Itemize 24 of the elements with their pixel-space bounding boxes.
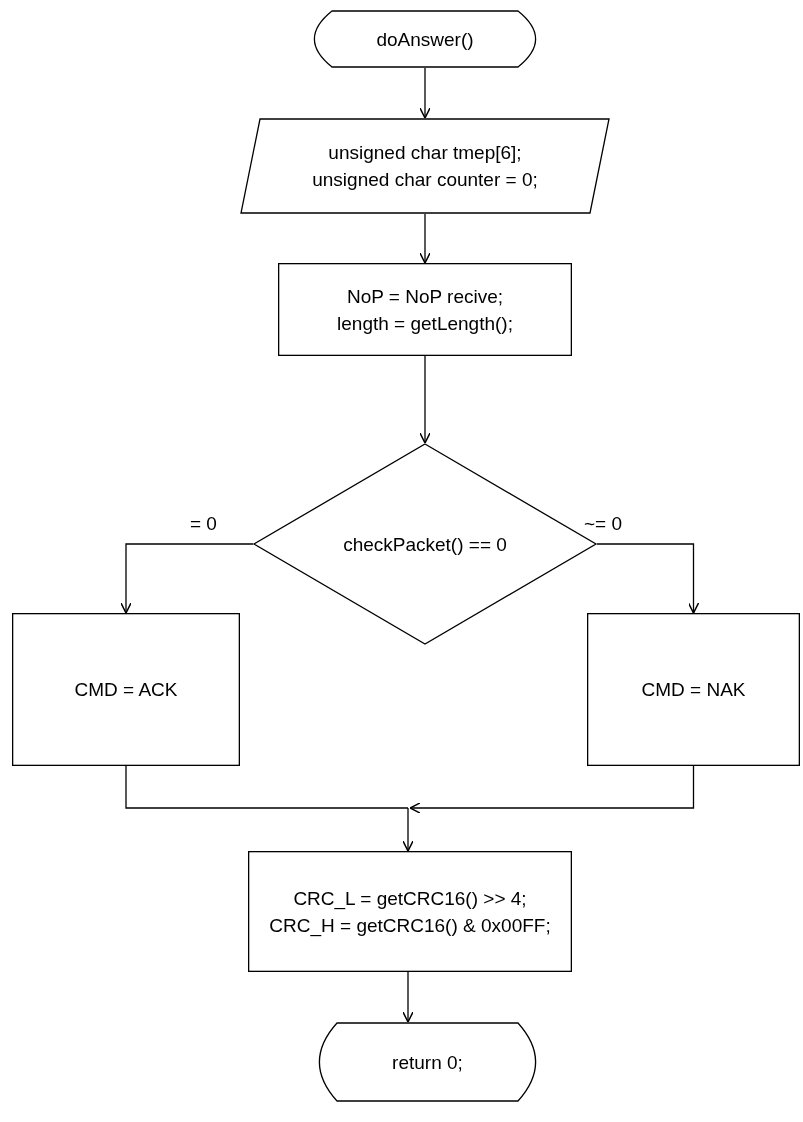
arrow bbox=[419, 67, 431, 119]
arrow bbox=[419, 213, 431, 264]
arrow bbox=[596, 543, 700, 614]
process-box bbox=[587, 613, 800, 766]
arrow bbox=[419, 355, 431, 444]
process-box bbox=[278, 263, 572, 356]
process-box bbox=[248, 851, 572, 972]
arrow bbox=[409, 765, 695, 814]
node-text: NoP = NoP recive; bbox=[346, 284, 504, 309]
node-text: checkPacket() == 0 bbox=[343, 532, 507, 557]
node-text: doAnswer() bbox=[376, 27, 474, 52]
node-text: CRC_L = getCRC16() >> 4; bbox=[293, 886, 527, 912]
node-text: CMD = NAK bbox=[641, 678, 746, 702]
node-text: CMD = ACK bbox=[74, 678, 178, 702]
process-box bbox=[12, 613, 240, 766]
node-text: CRC_H = getCRC16() & 0x00FF; bbox=[269, 913, 551, 939]
arrow bbox=[120, 543, 254, 614]
node-text: unsigned char counter = 0; bbox=[312, 168, 538, 192]
arrow bbox=[402, 971, 414, 1023]
arrow bbox=[402, 807, 414, 852]
data-parallelogram bbox=[240, 118, 610, 214]
node-text: length = getLength(); bbox=[337, 311, 513, 336]
node-text: return 0; bbox=[392, 1050, 463, 1075]
node-text: unsigned char tmep[6]; bbox=[328, 141, 522, 165]
